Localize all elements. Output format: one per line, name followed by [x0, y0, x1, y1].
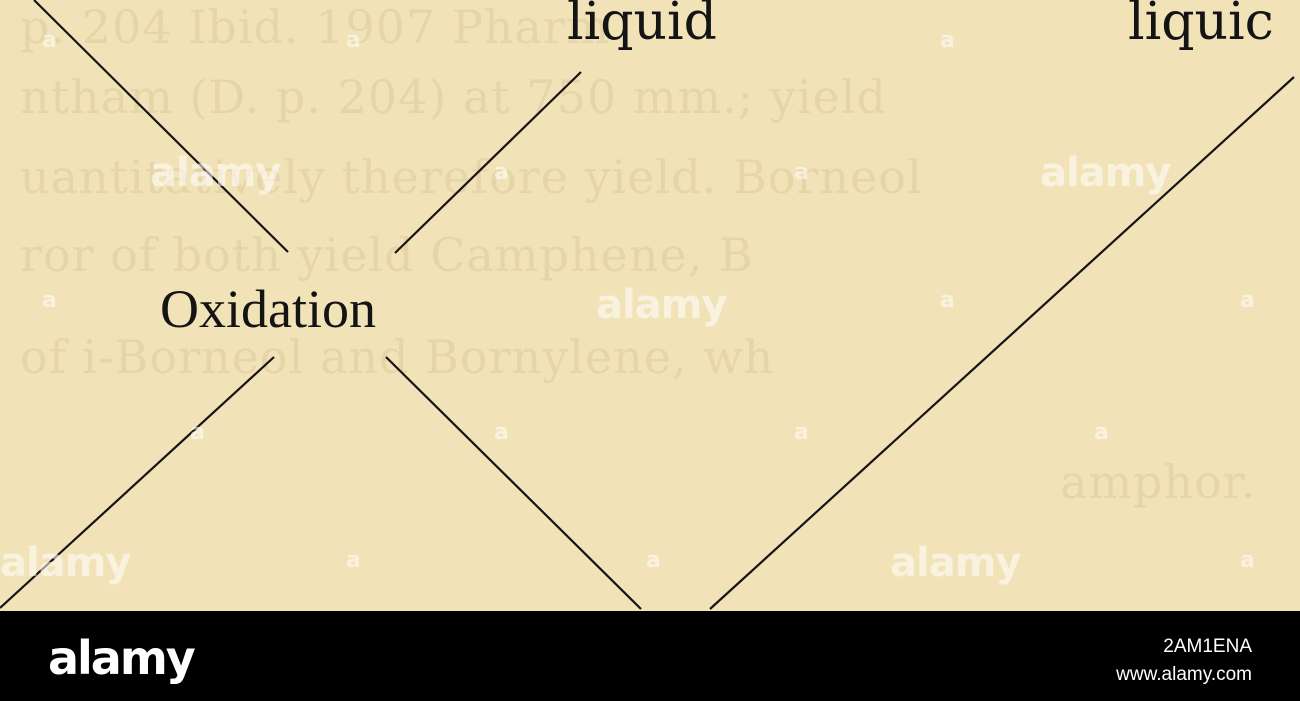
- watermark-mark: a: [794, 160, 809, 185]
- watermark-mark: a: [346, 28, 361, 53]
- watermark-mark: a: [42, 28, 57, 53]
- watermark: alamy: [150, 150, 281, 196]
- bleed-through-line: uantitatively therefore yield. Borneol: [20, 150, 923, 204]
- alamy-logo: alamy: [48, 631, 196, 685]
- reaction-lines: [0, 0, 1295, 610]
- line-oxidation-lower-right: [385, 356, 642, 610]
- watermark-mark: a: [494, 160, 509, 185]
- watermark-mark: a: [494, 420, 509, 445]
- watermark-mark: a: [346, 548, 361, 573]
- watermark-mark: a: [940, 28, 955, 53]
- watermark-mark: a: [1094, 420, 1109, 445]
- line-oxidation-lower-left: [0, 356, 275, 609]
- scanned-page: p. 204 Ibid. 1907 Pharm ntham (D. p. 204…: [0, 0, 1300, 611]
- watermark: alamy: [890, 540, 1021, 586]
- site-url: www.alamy.com: [1116, 664, 1252, 685]
- stock-footer: alamy 2AM1ENA www.alamy.com: [0, 611, 1300, 701]
- bleed-through-text: p. 204 Ibid. 1907 Pharm ntham (D. p. 204…: [20, 0, 1257, 509]
- line-topleft-down: [33, 0, 289, 253]
- bleed-through-line: ntham (D. p. 204) at 750 mm.; yield: [20, 70, 887, 124]
- liquid-label: liquid: [567, 0, 717, 52]
- line-right-long: [709, 76, 1295, 610]
- watermark-mark: a: [940, 288, 955, 313]
- watermark: alamy: [596, 282, 727, 328]
- bleed-through-line: amphor.: [1060, 455, 1257, 509]
- oxidation-label: Oxidation: [160, 279, 376, 339]
- image-id-block: 2AM1ENA www.alamy.com: [1116, 633, 1252, 689]
- bleed-through-line: p. 204 Ibid. 1907 Pharm: [20, 0, 611, 54]
- liquid-label-cut: liquic: [1128, 0, 1274, 52]
- bleed-through-line: ror of both yield Camphene, B: [20, 228, 754, 282]
- watermark-mark: a: [1240, 288, 1255, 313]
- watermark-mark: a: [42, 288, 57, 313]
- bleed-through-line: of i-Borneol and Bornylene, wh: [20, 330, 775, 384]
- image-id: 2AM1ENA: [1163, 636, 1252, 657]
- line-liquid-down: [394, 71, 582, 254]
- watermark: alamy: [0, 540, 131, 586]
- watermark-mark: a: [190, 420, 205, 445]
- watermark-mark: a: [646, 548, 661, 573]
- watermark: alamy: [1040, 150, 1171, 196]
- watermark-mark: a: [794, 420, 809, 445]
- watermark-mark: a: [1240, 548, 1255, 573]
